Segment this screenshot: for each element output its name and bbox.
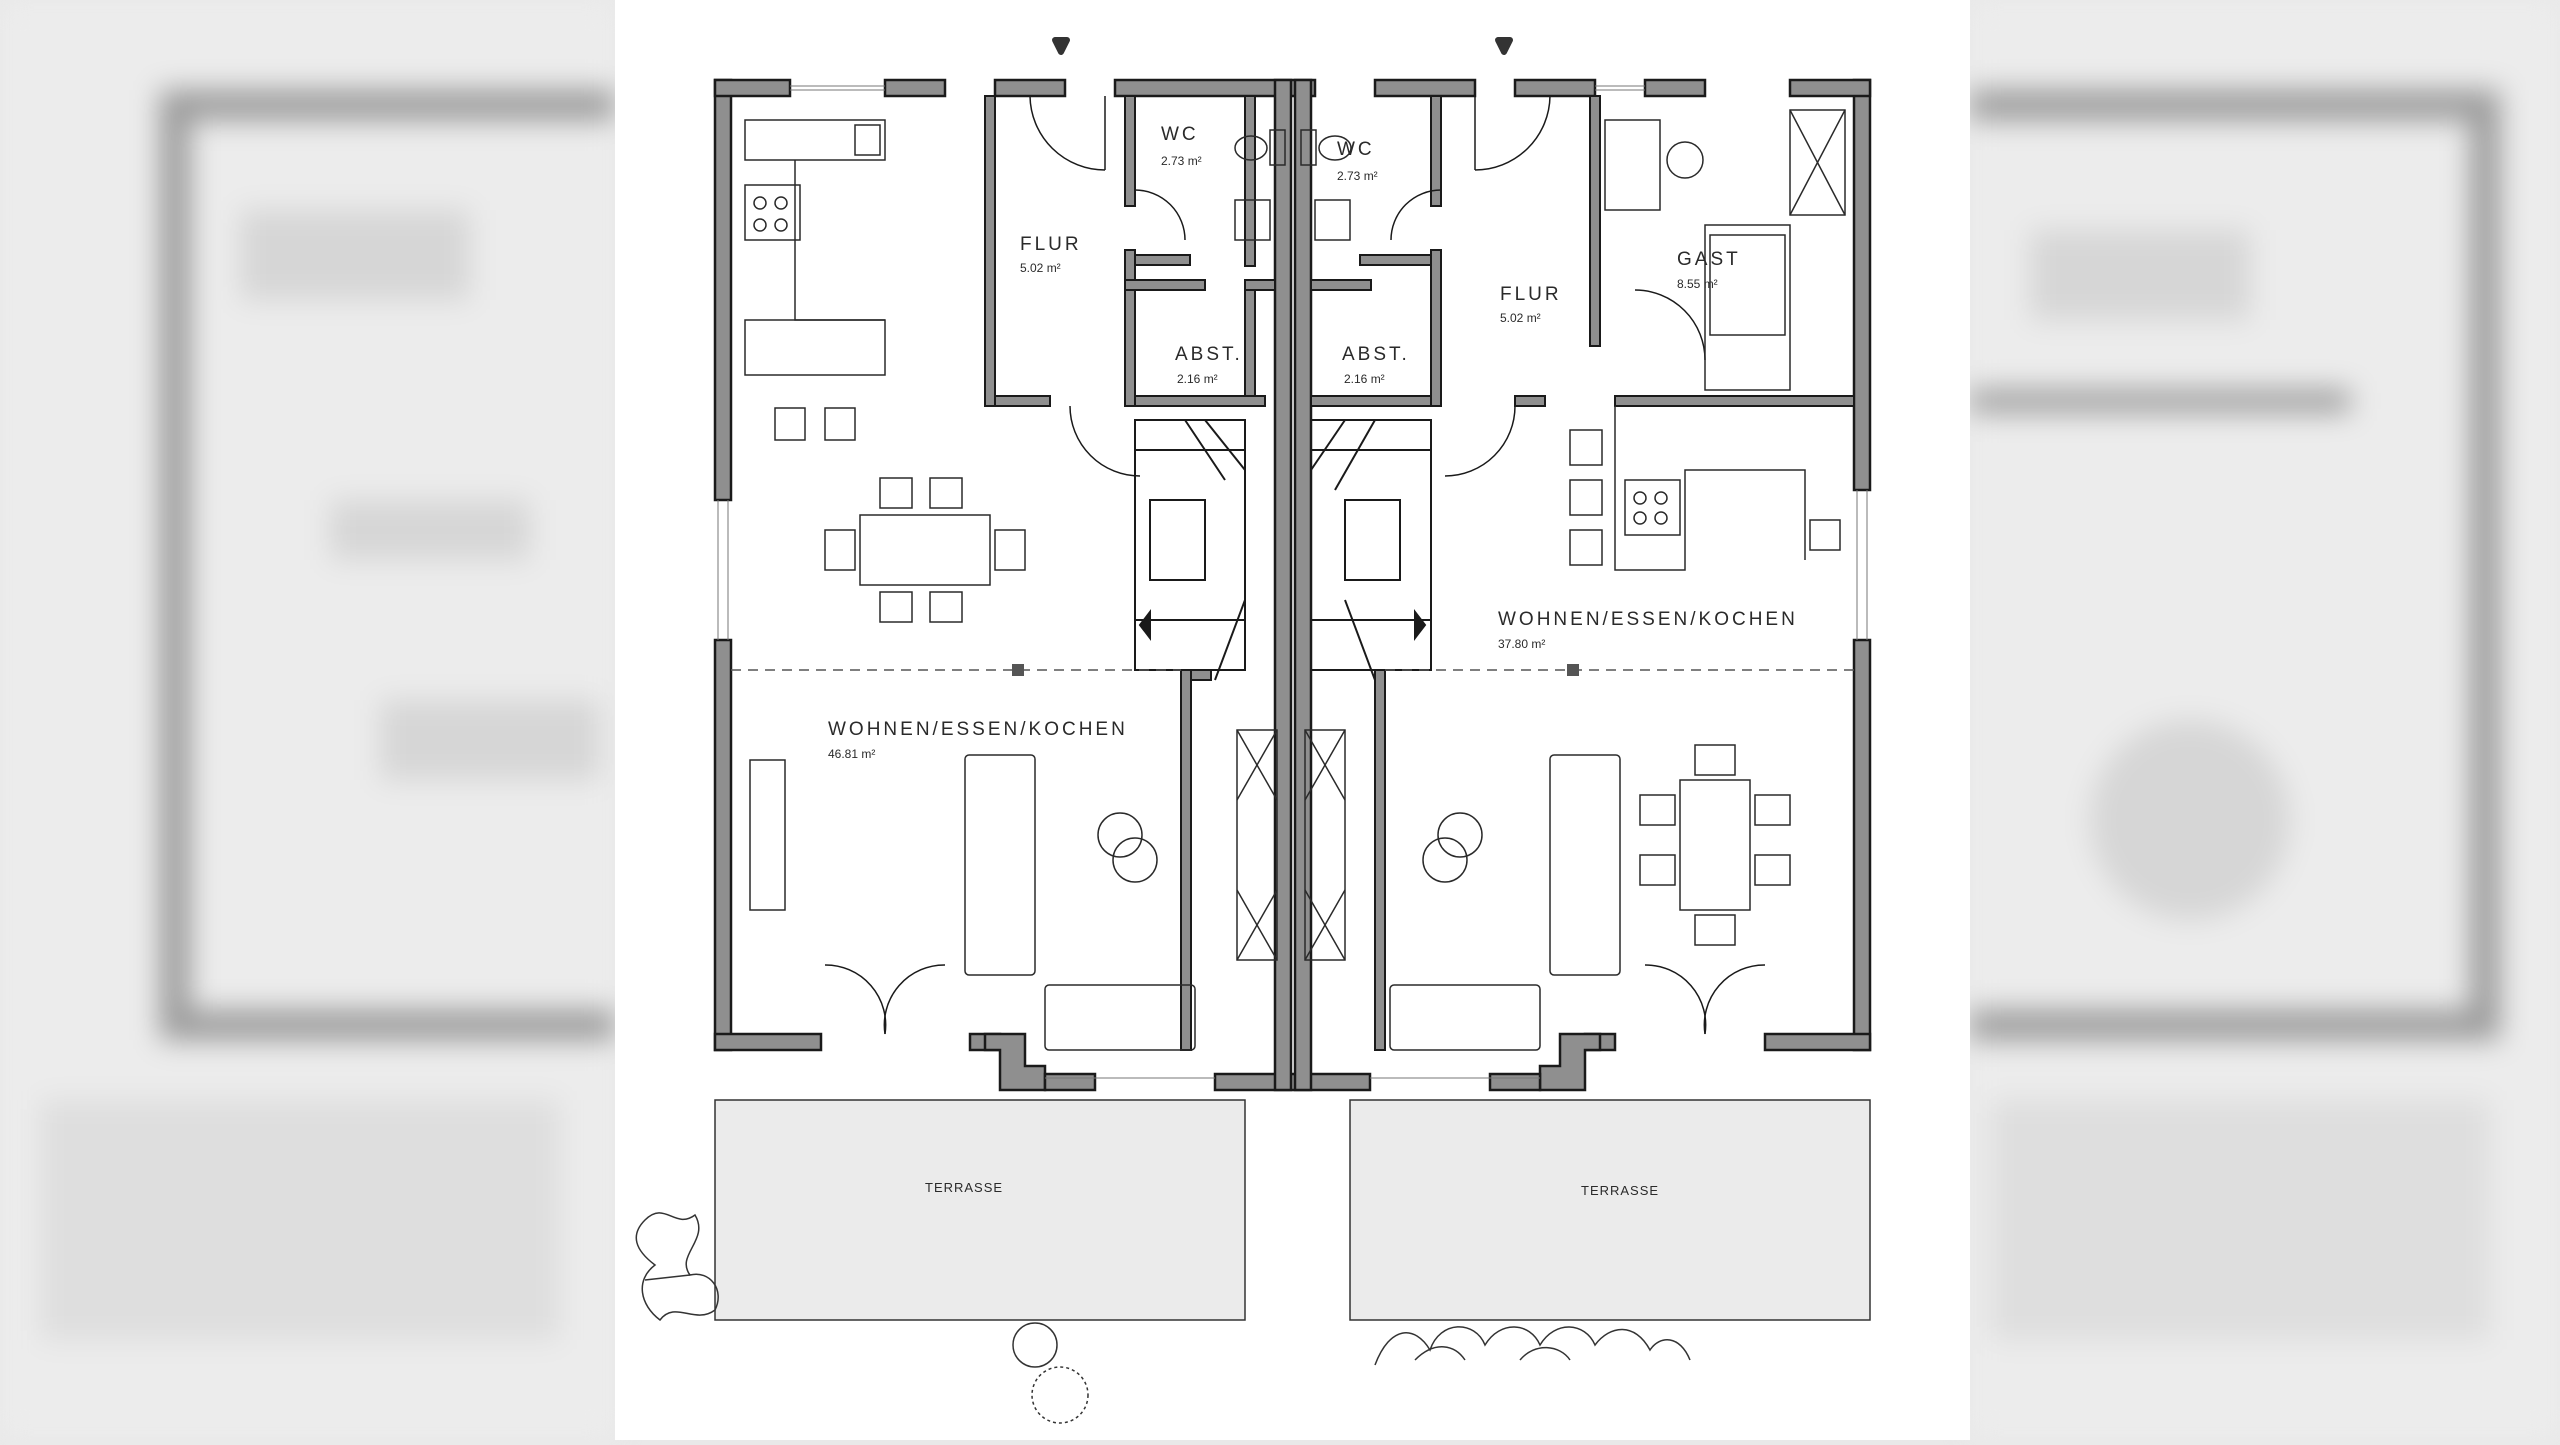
windows [717, 85, 1868, 1079]
room-area-wc-right: 2.73 m² [1337, 169, 1378, 183]
blurred-background-left [0, 0, 615, 1440]
dining-table-left [824, 477, 1026, 623]
kitchen-left [744, 119, 886, 441]
room-label-flur-right: FLUR [1500, 284, 1562, 305]
doors [824, 95, 1766, 1035]
floor-plan-canvas: WC 2.73 m² FLUR 5.02 m² ABST. 2.16 m² WO… [615, 0, 1970, 1440]
room-label-abst-left: ABST. [1175, 344, 1243, 365]
sink-icon [1234, 199, 1271, 241]
room-area-wc-left: 2.73 m² [1161, 154, 1202, 168]
room-label-wohnen-left: WOHNEN/ESSEN/KOCHEN [828, 719, 1128, 740]
room-area-gast: 8.55 m² [1677, 277, 1718, 291]
room-area-abst-right: 2.16 m² [1344, 372, 1385, 386]
room-label-gast: GAST [1677, 249, 1741, 270]
wc-right [1300, 129, 1352, 241]
room-area-flur-right: 5.02 m² [1500, 311, 1541, 325]
guest-room-furniture [1604, 109, 1846, 391]
room-label-abst-right: ABST. [1342, 344, 1410, 365]
entrance-marker-icon [1495, 37, 1513, 55]
room-area-wohnen-left: 46.81 m² [828, 747, 875, 761]
toilet-icon [1300, 129, 1317, 166]
sink-icon [1809, 519, 1841, 551]
room-label-wohnen-right: WOHNEN/ESSEN/KOCHEN [1498, 609, 1798, 630]
labels-right-unit: WC 2.73 m² FLUR 5.02 m² ABST. 2.16 m² GA… [1337, 139, 1798, 1198]
living-furniture-right [1304, 729, 1621, 1051]
room-label-wc-left: WC [1161, 124, 1199, 145]
wc-left [1234, 129, 1286, 241]
party-wall [1273, 78, 1313, 1092]
interior-walls [984, 95, 1855, 1051]
kitchen-right [1569, 406, 1841, 571]
terrace-right [1349, 1099, 1871, 1321]
room-area-wohnen-right: 37.80 m² [1498, 637, 1545, 651]
sink-icon [1314, 199, 1351, 241]
blurred-background-right [1970, 0, 2560, 1440]
stair-icon [1134, 419, 1432, 681]
floor-plan: WC 2.73 m² FLUR 5.02 m² ABST. 2.16 m² WO… [635, 37, 1872, 1424]
dining-table-right [1639, 744, 1791, 946]
terrace-left [714, 1099, 1246, 1321]
sink-icon [854, 124, 881, 156]
living-furniture-left [749, 729, 1278, 1051]
exterior-walls [713, 78, 1872, 1092]
room-label-flur-left: FLUR [1020, 234, 1082, 255]
room-area-flur-left: 5.02 m² [1020, 261, 1061, 275]
column [1567, 664, 1579, 676]
column [1012, 664, 1024, 676]
toilet-icon [1269, 129, 1286, 166]
terrace-label-right: TERRASSE [1581, 1183, 1659, 1198]
labels-left-unit: WC 2.73 m² FLUR 5.02 m² ABST. 2.16 m² WO… [828, 124, 1243, 1195]
entrance-marker-icon [1052, 37, 1070, 55]
tree-icon [635, 1212, 1089, 1424]
terrace-label-left: TERRASSE [925, 1180, 1003, 1195]
room-area-abst-left: 2.16 m² [1177, 372, 1218, 386]
room-label-wc-right: WC [1337, 139, 1375, 160]
shrub-icon [1374, 1326, 1691, 1366]
